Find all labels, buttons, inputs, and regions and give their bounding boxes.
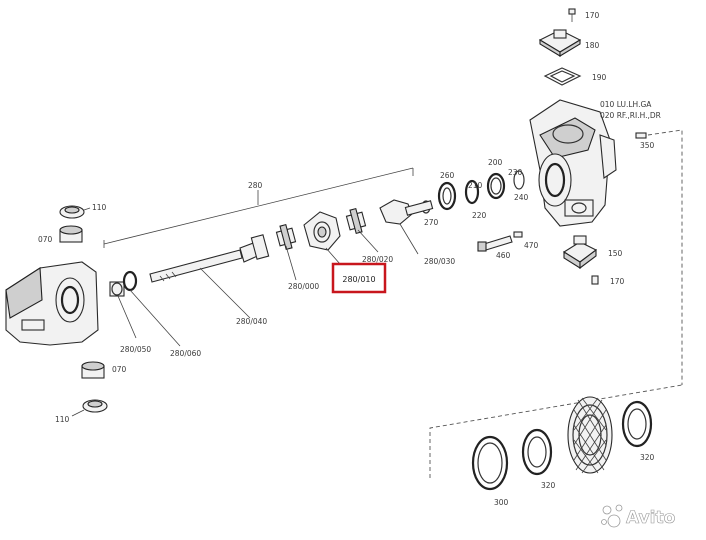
label-280: 280 [248, 181, 263, 190]
spider-280-000 [275, 223, 297, 251]
label-200: 200 [488, 158, 503, 167]
seal-260 [437, 181, 457, 211]
label-280-040: 280/040 [236, 317, 267, 326]
label-070-top: 070 [38, 235, 53, 244]
seal-300 [471, 435, 509, 491]
avito-dot-tiny-icon [601, 519, 607, 525]
label-280-060: 280/060 [170, 349, 201, 358]
label-320-right: 320 [640, 453, 655, 462]
label-280-030: 280/030 [424, 257, 455, 266]
spider-280-020 [345, 207, 367, 235]
avito-dot-small-icon [615, 504, 623, 512]
avito-watermark: Avito [601, 504, 676, 528]
cover-180 [538, 29, 582, 57]
stub-shaft-280-030 [379, 199, 434, 225]
roller-bearing-320 [567, 396, 613, 474]
bolt-350 [635, 132, 647, 139]
pin-470 [513, 231, 523, 238]
label-280-000: 280/000 [288, 282, 319, 291]
bearing-cup-320-right [621, 400, 653, 448]
knuckle-housing-010-020 [529, 99, 617, 227]
ring-210 [464, 179, 480, 205]
avito-watermark-text: Avito [626, 508, 675, 528]
label-280-050: 280/050 [120, 345, 151, 354]
label-110-bottom: 110 [55, 415, 70, 424]
label-350: 350 [640, 141, 655, 150]
label-270: 270 [424, 218, 439, 227]
bushing-070-top [59, 225, 83, 243]
highlighted-part-label: 280/010 [342, 275, 375, 284]
axle-housing [5, 261, 99, 346]
label-210: 210 [468, 181, 483, 190]
bolt-170-top [568, 8, 576, 22]
label-190: 190 [592, 73, 607, 82]
avito-dot-medium-icon [602, 505, 612, 515]
axle-shaft-280-040 [149, 234, 270, 283]
label-230: 230 [508, 168, 523, 177]
avito-dot-large-icon [607, 514, 621, 528]
bearing-200 [486, 172, 506, 200]
bushing-070-bottom [81, 361, 105, 379]
label-180: 180 [585, 41, 600, 50]
label-150: 150 [608, 249, 623, 258]
label-110-top: 110 [92, 203, 107, 212]
label-320-left: 320 [541, 481, 556, 490]
cap-150 [562, 235, 598, 270]
bolt-170-bottom [591, 275, 599, 285]
highlight-box-280-010 [331, 262, 387, 294]
label-280-020: 280/020 [362, 255, 393, 264]
label-470: 470 [524, 241, 539, 250]
label-170-bottom: 170 [610, 277, 625, 286]
washer-110-bottom [71, 399, 108, 417]
label-020: 020 RF.,RI.H.,DR [600, 111, 661, 120]
inner-bushing-280-050 [109, 281, 125, 297]
bolt-460 [477, 235, 513, 252]
label-260: 260 [440, 171, 455, 180]
label-010: 010 LU.LH.GA [600, 100, 652, 109]
label-300: 300 [494, 498, 509, 507]
seal-ring-280-060 [122, 270, 138, 292]
label-240: 240 [514, 193, 529, 202]
label-220: 220 [472, 211, 487, 220]
ring-230 [513, 170, 525, 190]
gasket-190 [543, 67, 582, 86]
bearing-cup-320-left [521, 428, 553, 476]
label-460: 460 [496, 251, 511, 260]
label-070-bottom: 070 [112, 365, 127, 374]
double-yoke-280-010 [303, 211, 341, 251]
washer-110-top [59, 205, 91, 219]
label-170-top: 170 [585, 11, 600, 20]
